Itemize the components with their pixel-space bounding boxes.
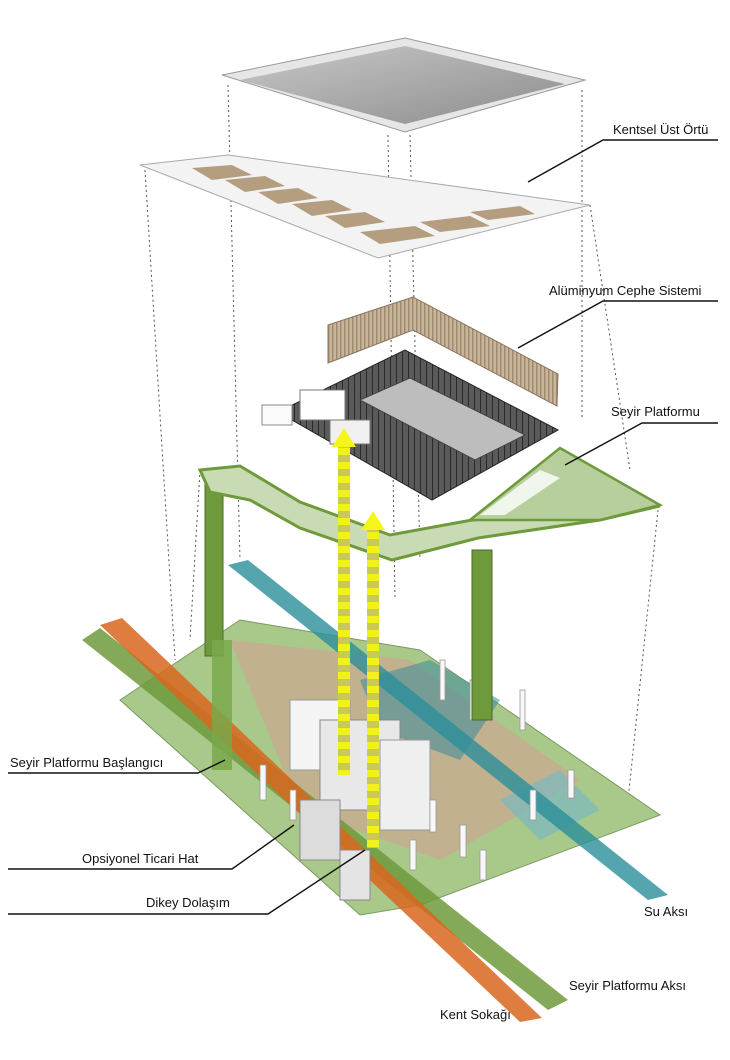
label-viewing-platform: Seyir Platformu xyxy=(611,404,700,419)
top-roof xyxy=(222,38,585,132)
label-city-street: Kent Sokağı xyxy=(440,1007,511,1022)
urban-roof-layer xyxy=(140,155,590,258)
building-block xyxy=(380,740,430,830)
label-aluminum-facade: Alüminyum Cephe Sistemi xyxy=(549,283,702,298)
leader-aluminum-facade xyxy=(518,301,718,348)
core-white-blocks xyxy=(262,405,292,425)
label-commercial-line: Opsiyonel Ticari Hat xyxy=(82,851,199,866)
circulation-arrow-head xyxy=(361,511,385,530)
label-water-axis: Su Aksı xyxy=(644,904,688,919)
platform-support-left xyxy=(205,478,223,656)
leader-urban-roof xyxy=(528,140,718,182)
platform-support-start xyxy=(212,640,232,770)
leader-viewing-platform xyxy=(565,423,718,465)
label-platform-axis: Seyir Platformu Aksı xyxy=(569,978,686,993)
core-white-blocks xyxy=(300,390,345,420)
label-platform-start: Seyir Platformu Başlangıcı xyxy=(10,755,163,770)
label-vertical-circulation: Dikey Dolaşım xyxy=(146,895,230,910)
label-urban-roof: Kentsel Üst Örtü xyxy=(613,122,708,137)
platform-support-right xyxy=(472,550,492,720)
circulation-shaft xyxy=(338,445,350,775)
building-block xyxy=(300,800,340,860)
building-block xyxy=(340,850,370,900)
circulation-shaft xyxy=(367,528,379,848)
top-roof-surface xyxy=(240,46,565,124)
